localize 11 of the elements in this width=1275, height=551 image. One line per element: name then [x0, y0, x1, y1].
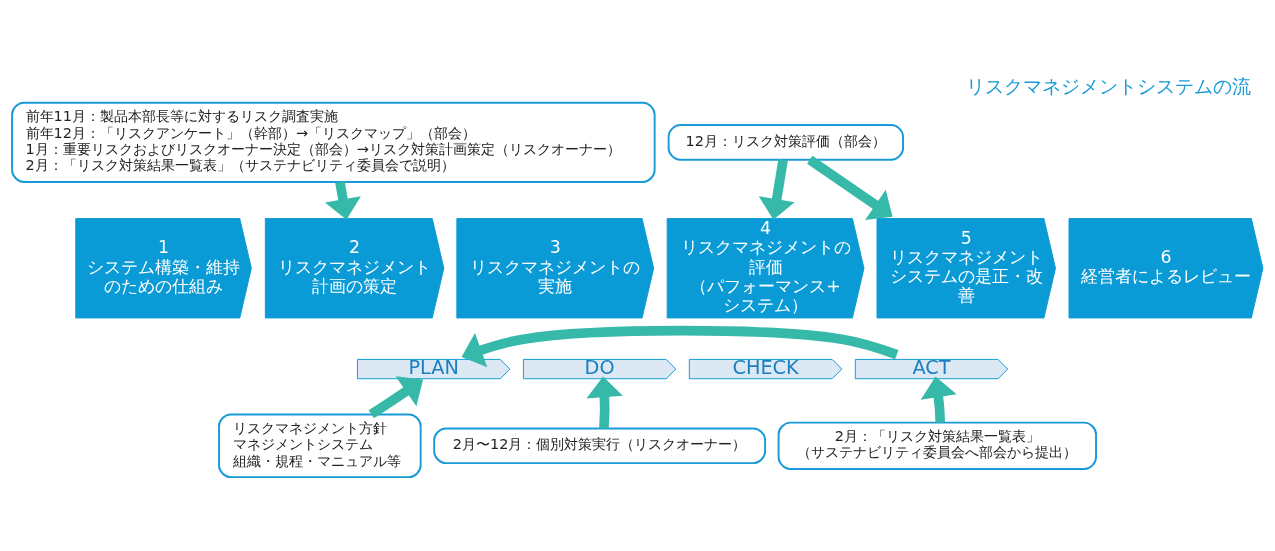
arrow	[807, 155, 893, 220]
node-box: リスクマネジメント方針 マネジメントシステム 組織・規程・マニュアル等	[218, 413, 422, 479]
node-box: 12月：リスク対策評価（部会）	[667, 124, 905, 161]
node-box: 2月〜12月：個別対策実行（リスクオーナー）	[433, 427, 767, 465]
arrow	[586, 376, 623, 429]
arrow	[920, 376, 957, 423]
arrow	[324, 181, 361, 220]
diagram-title: リスクマネジメントシステムの流	[966, 75, 1252, 99]
node-box: 2月：「リスク対策結果一覧表」 （サステナビリティ委員会へ部会から提出）	[777, 421, 1097, 470]
arrow	[758, 159, 795, 220]
node-box: 前年11月：製品本部長等に対するリスク調査実施 前年12月：「リスクアンケート」（幹部）→「リスクマップ」（部会） 1月：重要リスクおよびリスクオーナー決定（部会）→リスク対策計画策定（リスクオーナー） 2月：「リスク対策結果一覧表」（サステナビリティ委員会で説明）	[11, 101, 656, 183]
